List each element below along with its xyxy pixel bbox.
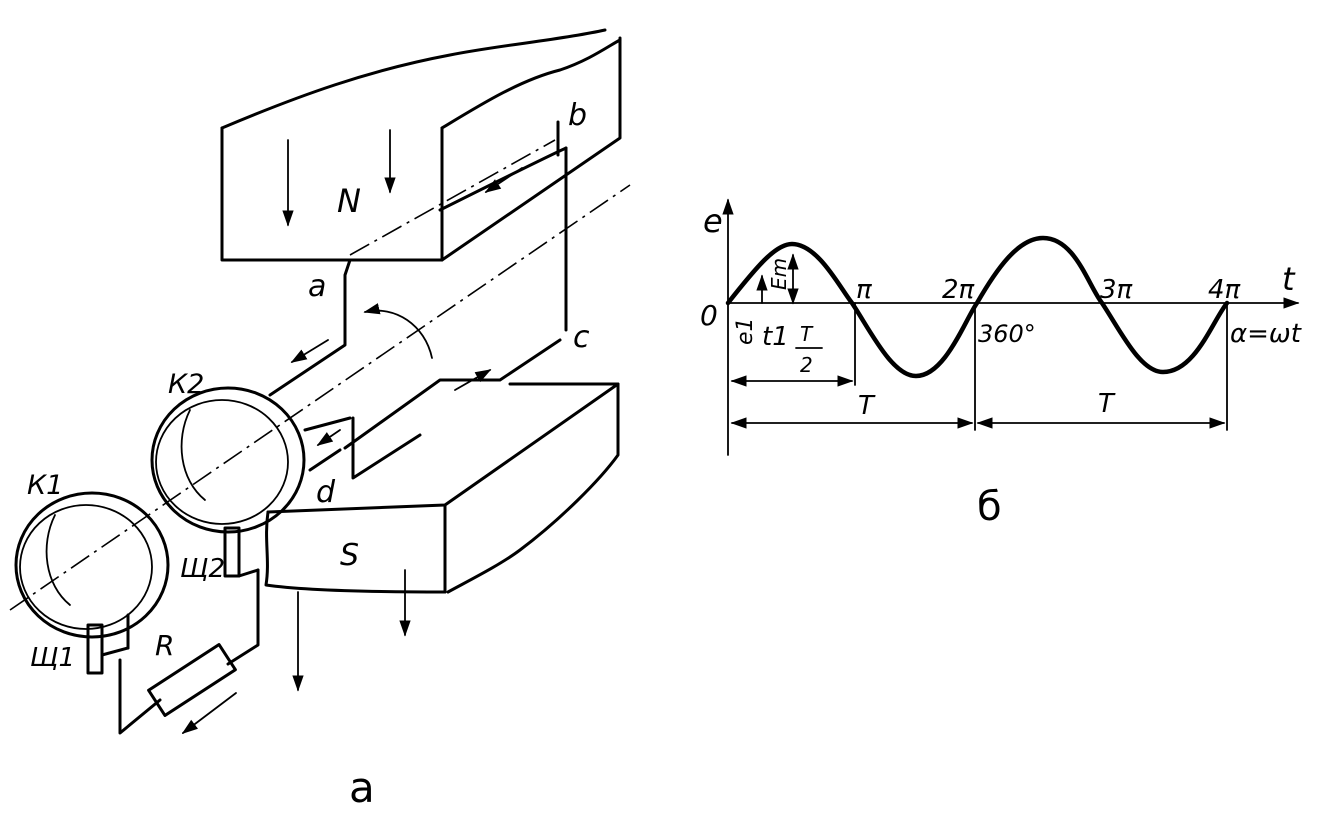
brush-shch2: [223, 526, 241, 578]
south-pole-magnet: [264, 382, 620, 692]
label-period-2: T: [1098, 389, 1116, 419]
label-y-axis: e: [703, 202, 723, 240]
load-current-arrow-icon: [181, 692, 237, 734]
label-origin: 0: [700, 299, 718, 332]
label-south: S: [340, 538, 359, 573]
resistor-r: [147, 643, 237, 717]
label-point-a: a: [308, 269, 326, 304]
slip-ring-k2: [150, 386, 306, 534]
current-arrow-icon: [484, 167, 523, 193]
label-amplitude: Em: [767, 258, 791, 290]
rotating-coil: [268, 120, 568, 480]
label-half-period-denominator: 2: [800, 353, 813, 377]
label-tick-2pi: 2π: [942, 275, 975, 305]
label-resistor: R: [155, 629, 174, 662]
axis-reference-line: [349, 139, 556, 256]
label-ring-k1: К1: [27, 470, 63, 501]
rotation-axis: [9, 184, 631, 611]
current-arrow-icon: [290, 339, 329, 363]
caption-b: б: [977, 484, 1002, 530]
emf-sine-curve: [725, 235, 1230, 379]
label-half-period-numerator: T: [800, 322, 814, 346]
label-360-degrees: 360°: [978, 320, 1036, 348]
label-ring-k2: К2: [168, 369, 204, 400]
label-tick-4pi: 4π: [1208, 275, 1241, 305]
generator-diagram: N S a b c d К2 К1 Щ2 Щ1 R а: [9, 28, 631, 812]
emf-waveform-graph: e t α=ωt 0 π 2π 3π 4π 360° Em e1 t1 T 2 …: [700, 198, 1302, 530]
caption-a: а: [349, 763, 375, 812]
north-pole-magnet: [220, 28, 622, 262]
label-angle-axis: α=ωt: [1230, 319, 1302, 349]
label-north: N: [337, 182, 361, 220]
rotation-direction-icon: [363, 303, 433, 359]
load-circuit: [118, 568, 260, 735]
current-arrow-icon: [454, 369, 492, 391]
label-tick-3pi: 3π: [1100, 275, 1133, 305]
label-point-b: b: [568, 98, 587, 133]
label-brush-shch1: Щ1: [30, 643, 75, 673]
label-instant-time: t1: [762, 322, 789, 352]
slip-ring-k1: [14, 491, 170, 639]
label-x-axis: t: [1282, 260, 1296, 298]
label-tick-pi: π: [856, 275, 872, 305]
label-point-c: c: [573, 320, 590, 355]
brush-shch1: [86, 623, 104, 675]
label-point-d: d: [316, 475, 336, 510]
label-instant-value: e1: [733, 317, 758, 345]
label-period-1: T: [858, 391, 876, 421]
current-arrow-icon: [316, 429, 341, 446]
label-brush-shch2: Щ2: [180, 554, 225, 584]
